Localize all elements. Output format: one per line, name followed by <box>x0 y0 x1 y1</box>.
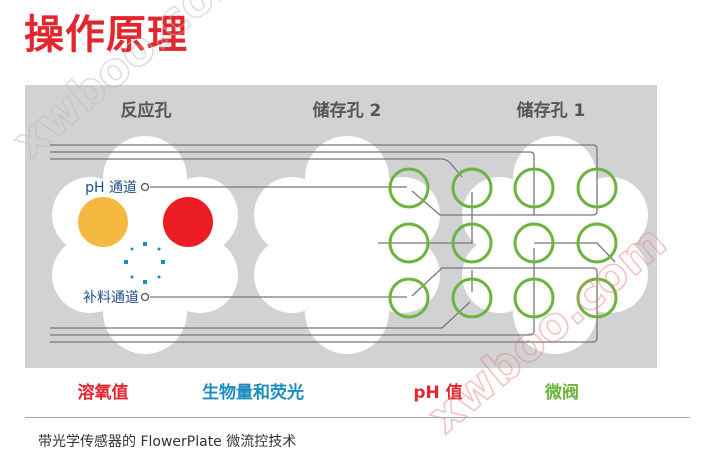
divider <box>25 417 690 418</box>
channel-lines <box>50 144 616 343</box>
ph-channel-port <box>140 182 150 192</box>
feed-channel-port <box>140 292 150 302</box>
header-reaction-well: 反应孔 <box>121 100 172 121</box>
legend-ph: pH 值 <box>413 382 462 403</box>
header-storage-well-1: 储存孔 1 <box>517 100 586 121</box>
legend-oxygen: 溶氧值 <box>78 382 129 403</box>
micro-valves <box>388 167 618 319</box>
page-title: 操作原理 <box>24 12 188 58</box>
feed-channel-label: 补料通道 <box>83 290 139 306</box>
header-storage-well-2: 储存孔 2 <box>313 100 382 121</box>
oxygen-sensor <box>78 197 128 247</box>
legend-valve: 微阀 <box>544 382 579 403</box>
ph-channel-label: pH 通道 <box>85 180 137 196</box>
legend-biomass: 生物量和荧光 <box>202 382 304 403</box>
ph-sensor <box>163 197 213 247</box>
biomass-sensor-ring <box>124 242 165 284</box>
caption: 带光学传感器的 FlowerPlate 微流控技术 <box>38 434 297 450</box>
